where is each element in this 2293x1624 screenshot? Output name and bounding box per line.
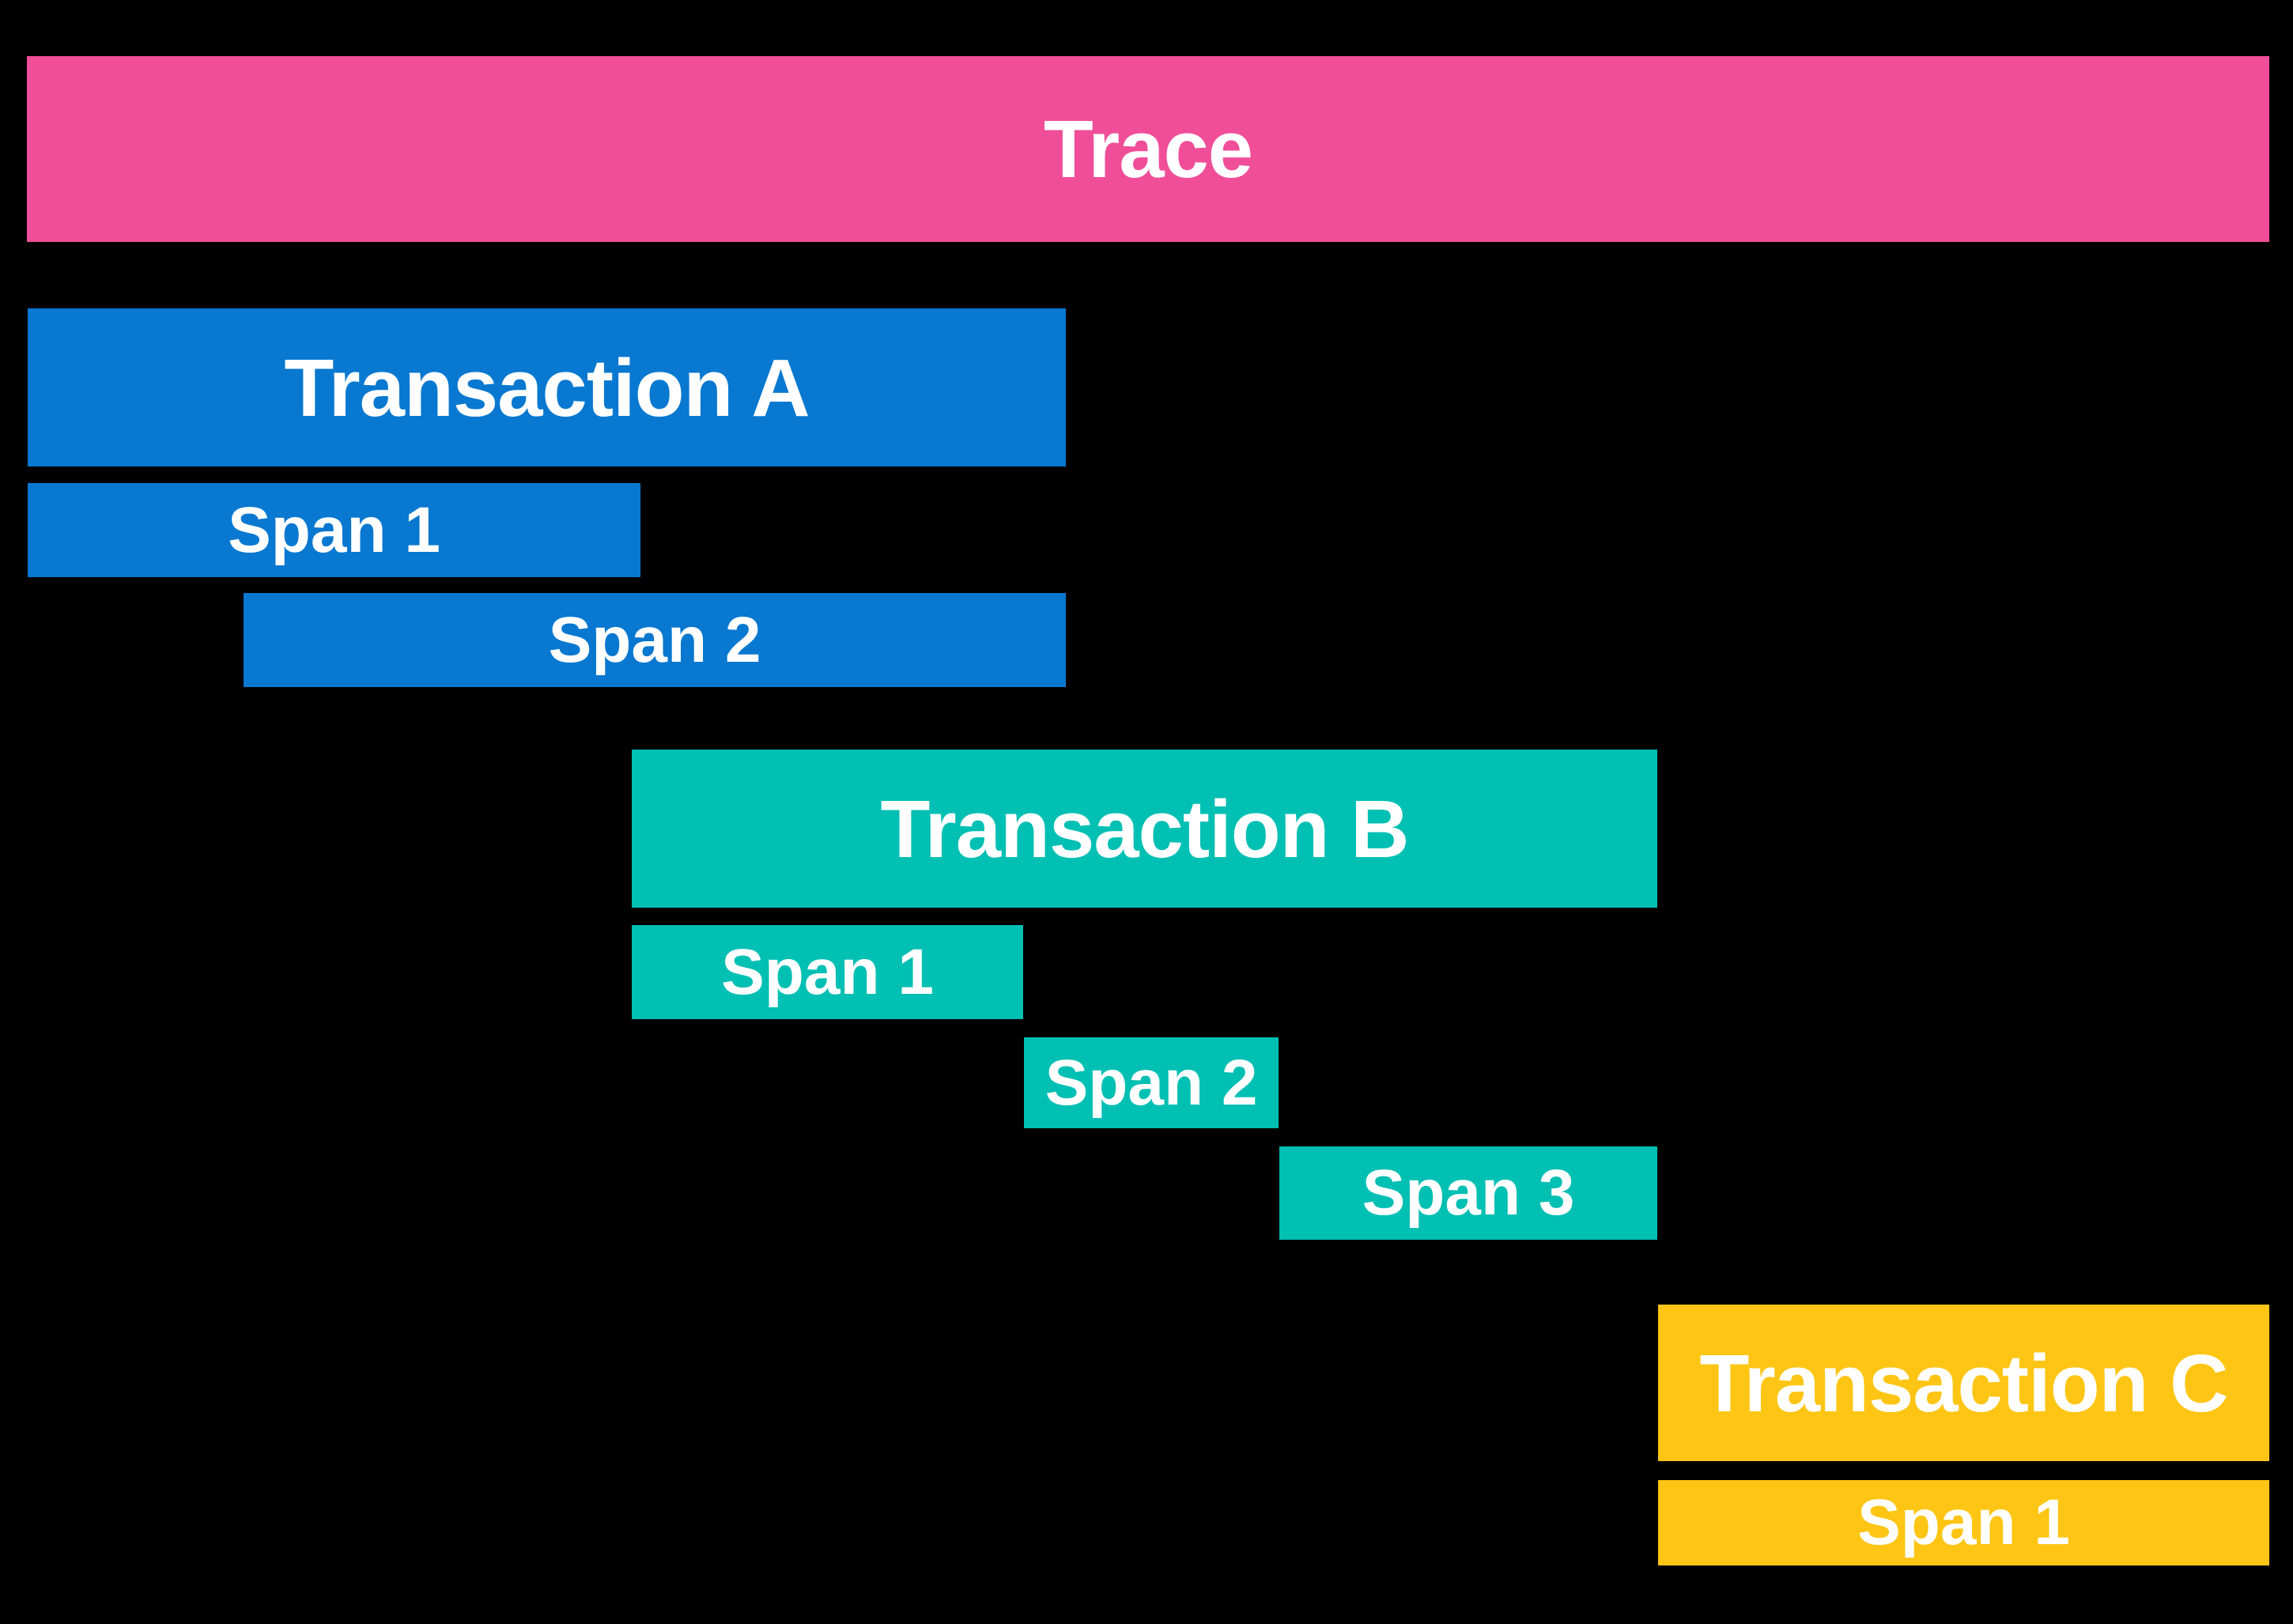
transaction-b-span-3-bar: Span 3: [1279, 1146, 1657, 1240]
transaction-b-span-3-label: Span 3: [1362, 1157, 1575, 1229]
transaction-a-span-2-label: Span 2: [548, 603, 761, 676]
transaction-b-span-1-bar: Span 1: [632, 925, 1023, 1019]
transaction-b-label: Transaction B: [880, 783, 1409, 874]
trace-label: Trace: [1043, 104, 1253, 195]
transaction-a-span-1-bar: Span 1: [28, 483, 640, 577]
transaction-b-span-1-label: Span 1: [721, 935, 934, 1008]
transaction-a-span-2-bar: Span 2: [244, 593, 1066, 687]
transaction-b-span-2-bar: Span 2: [1024, 1037, 1279, 1128]
transaction-c-label: Transaction C: [1699, 1337, 2228, 1429]
transaction-c-span-1-bar: Span 1: [1658, 1480, 2269, 1565]
transaction-c-bar: Transaction C: [1658, 1305, 2269, 1461]
transaction-a-span-1-label: Span 1: [228, 493, 440, 566]
transaction-c-span-1-label: Span 1: [1857, 1486, 2070, 1558]
trace-bar: Trace: [27, 56, 2269, 242]
transaction-b-span-2-label: Span 2: [1045, 1046, 1258, 1119]
transaction-b-bar: Transaction B: [632, 750, 1657, 908]
transaction-a-label: Transaction A: [284, 342, 810, 433]
transaction-a-bar: Transaction A: [28, 308, 1066, 466]
